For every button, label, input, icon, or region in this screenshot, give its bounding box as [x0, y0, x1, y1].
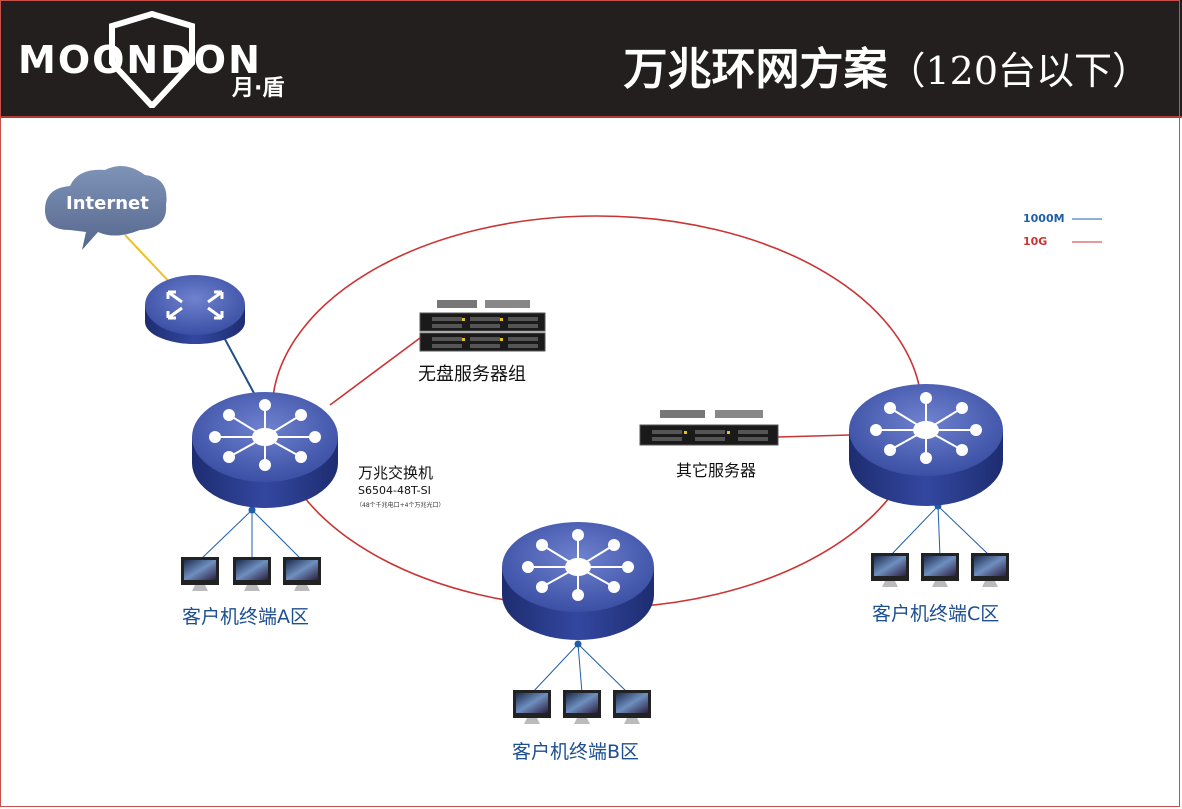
legend-10g-label: 10G [1023, 235, 1048, 248]
switch-a-model-label: S6504-48T-SI [358, 484, 431, 497]
switch-c-icon [849, 384, 1003, 506]
diskless-server-group-icon [419, 300, 546, 352]
switch-a-name-label: 万兆交换机 [358, 464, 434, 482]
router-to-switch-link [219, 329, 256, 396]
zone-c-links [889, 505, 991, 557]
zone-b-label: 客户机终端B区 [512, 741, 640, 763]
logo-shield-icon [109, 10, 195, 108]
zone-c-label: 客户机终端C区 [872, 603, 1000, 625]
title-main: 万兆环网方案 [623, 44, 888, 95]
zone-b-links [531, 643, 629, 694]
switch-a-note-label: （48个千兆电口+4个万兆光口） [356, 502, 445, 509]
legend-1000m-label: 1000M [1023, 212, 1065, 225]
other-server-link [777, 434, 851, 438]
zone-b-monitor-icons [513, 690, 651, 724]
header-bar: MOONDON 月·盾 万兆环网方案（120台以下） [0, 0, 1182, 118]
diskless-servers-label: 无盘服务器组 [418, 364, 526, 385]
zone-a-label: 客户机终端A区 [182, 606, 309, 628]
other-servers-label: 其它服务器 [676, 461, 757, 480]
zone-a-links [199, 509, 303, 561]
switch-b-icon [502, 522, 654, 640]
internet-link [124, 234, 176, 289]
internet-label: Internet [66, 193, 149, 214]
zone-a-monitor-icons [181, 557, 321, 591]
core-switch-a-icon [192, 392, 338, 508]
title-sub: （120台以下） [887, 49, 1150, 93]
logo-cn-text: 月·盾 [232, 76, 285, 101]
other-server-icon [639, 410, 779, 446]
internet-cloud-icon [45, 166, 167, 250]
router-icon [145, 275, 245, 344]
diskless-server-link [329, 337, 421, 406]
zone-c-monitor-icons [871, 553, 1009, 587]
page-title: 万兆环网方案（120台以下） [623, 33, 1150, 97]
logo-text: MOONDON [18, 38, 262, 82]
